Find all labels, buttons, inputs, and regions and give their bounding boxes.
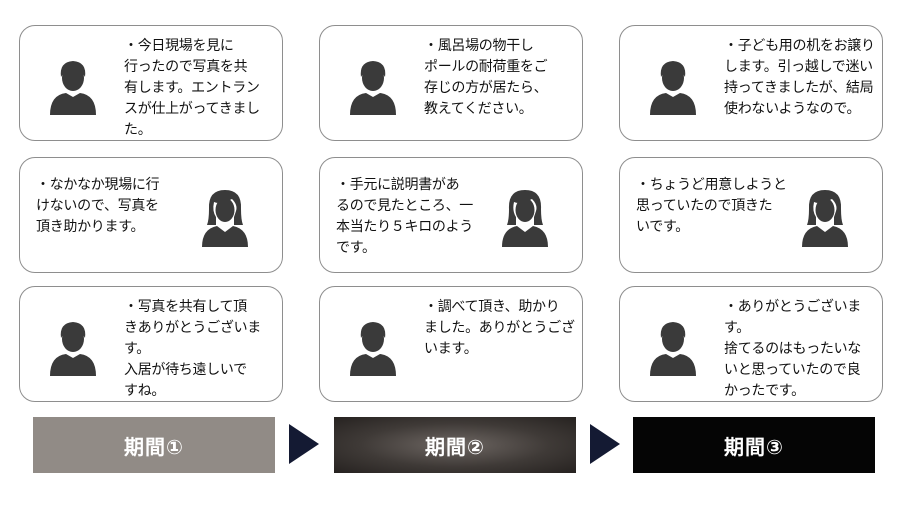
period-2-label: 期間② [334, 417, 576, 473]
reply-card: ・手元に説明書があ るので見たところ、一 本当たり５キロのよう です。 [319, 157, 583, 273]
comment-text: ・子ども用の机をお譲り します。引っ越しで迷い 持ってきましたが、結局 使わない… [724, 38, 875, 117]
thanks-text: ・写真を共有して頂 きありがとうございます。 入居が待ち遠しいで すね。 [124, 299, 261, 399]
male-user-icon [50, 322, 96, 376]
period-3-label: 期間③ [633, 417, 875, 473]
female-user-icon [202, 190, 248, 247]
comment-text: ・風呂場の物干し ポールの耐荷重をご 存じの方が居たら、 教えてください。 [424, 38, 548, 117]
reply-text: ・手元に説明書があ るので見たところ、一 本当たり５キロのよう です。 [336, 177, 473, 256]
reply-text: ・ちょうど用意しようと 思っていたので頂きた いです。 [636, 177, 787, 235]
male-user-icon [650, 322, 696, 376]
thanks-text: ・ありがとうございます。 捨てるのはもったいな いと思っていたので良 かったです… [724, 299, 861, 399]
male-user-icon [650, 61, 696, 115]
comment-card: ・風呂場の物干し ポールの耐荷重をご 存じの方が居たら、 教えてください。 [319, 25, 583, 141]
reply-card: ・なかなか現場に行 けないので、写真を 頂き助かります。 [19, 157, 283, 273]
reply-card: ・ちょうど用意しようと 思っていたので頂きた いです。 [619, 157, 883, 273]
thanks-card: ・調べて頂き、助かり ました。ありがとうござ います。 [319, 286, 583, 402]
comment-text: ・今日現場を見に 行ったので写真を共 有します。エントラン スが仕上がってきまし… [124, 38, 260, 138]
comment-card: ・今日現場を見に 行ったので写真を共 有します。エントラン スが仕上がってきまし… [19, 25, 283, 141]
period-1-label: 期間① [33, 417, 275, 473]
thanks-text: ・調べて頂き、助かり ました。ありがとうござ います。 [424, 299, 575, 357]
male-user-icon [350, 322, 396, 376]
female-user-icon [502, 190, 548, 247]
male-user-icon [350, 61, 396, 115]
right-arrow-icon [590, 424, 620, 464]
comment-card: ・子ども用の机をお譲り します。引っ越しで迷い 持ってきましたが、結局 使わない… [619, 25, 883, 141]
male-user-icon [50, 61, 96, 115]
reply-text: ・なかなか現場に行 けないので、写真を 頂き助かります。 [36, 177, 160, 235]
thanks-card: ・写真を共有して頂 きありがとうございます。 入居が待ち遠しいで すね。 [19, 286, 283, 402]
thanks-card: ・ありがとうございます。 捨てるのはもったいな いと思っていたので良 かったです… [619, 286, 883, 402]
female-user-icon [802, 190, 848, 247]
right-arrow-icon [289, 424, 319, 464]
